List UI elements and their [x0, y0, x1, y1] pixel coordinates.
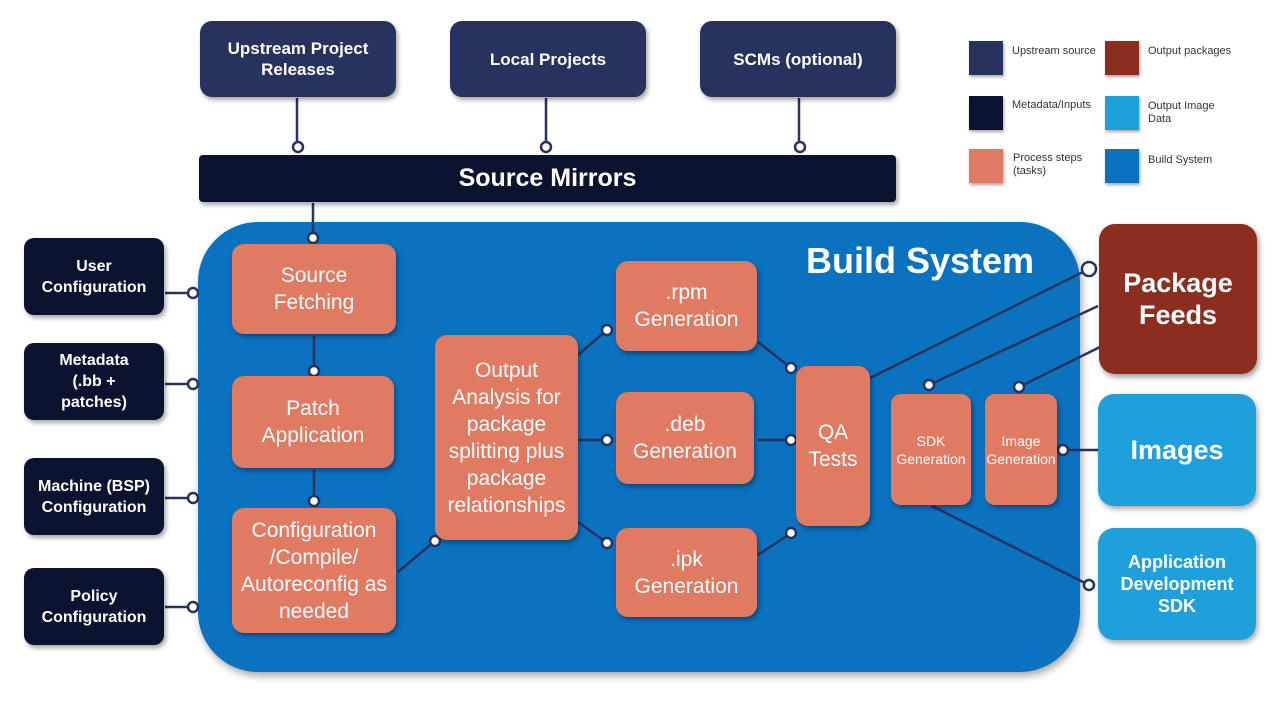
upstream-releases-box: Upstream Project Releases	[200, 21, 396, 97]
application-sdk-box: Application Development SDK	[1098, 528, 1256, 640]
legend-label-output-packages: Output packages	[1148, 45, 1232, 57]
legend-label-output-image: Output Image Data	[1148, 100, 1215, 125]
legend-swatch-upstream	[969, 41, 1003, 75]
ipk-generation-step: .ipk Generation	[616, 528, 757, 617]
policy-configuration-box: Policy Configuration	[24, 568, 164, 645]
legend-swatch-process	[969, 149, 1003, 183]
configure-compile-step: Configuration /Compile/ Autoreconfig as …	[232, 508, 396, 633]
user-configuration-box: User Configuration	[24, 238, 164, 315]
qa-tests-step: QA Tests	[796, 366, 870, 526]
source-fetching-step: Source Fetching	[232, 244, 396, 334]
sdk-generation-step: SDK Generation	[891, 394, 971, 505]
images-box: Images	[1098, 394, 1256, 506]
rpm-generation-step: .rpm Generation	[616, 261, 757, 351]
image-generation-step: Image Generation	[985, 394, 1057, 505]
legend-swatch-output-image	[1105, 96, 1139, 130]
legend-swatch-metadata	[969, 96, 1003, 130]
legend-label-process: Process steps (tasks)	[1013, 152, 1083, 177]
legend-swatch-build	[1105, 149, 1139, 183]
deb-generation-step: .deb Generation	[616, 392, 754, 484]
local-projects-box: Local Projects	[450, 21, 646, 97]
legend-label-build: Build System	[1148, 154, 1213, 166]
package-feeds-box: Package Feeds	[1099, 224, 1257, 374]
scms-box: SCMs (optional)	[700, 21, 896, 97]
legend-swatch-output-packages	[1105, 41, 1139, 75]
metadata-box: Metadata (.bb + patches)	[24, 343, 164, 420]
machine-configuration-box: Machine (BSP) Configuration	[24, 458, 164, 535]
source-mirrors-bar: Source Mirrors	[199, 155, 896, 202]
build-system-title: Build System	[805, 240, 1035, 281]
legend-label-upstream: Upstream source	[1012, 45, 1096, 57]
patch-application-step: Patch Application	[232, 376, 394, 468]
output-analysis-step: Output Analysis for package splitting pl…	[435, 335, 578, 540]
legend-label-metadata: Metadata/Inputs	[1012, 99, 1091, 111]
